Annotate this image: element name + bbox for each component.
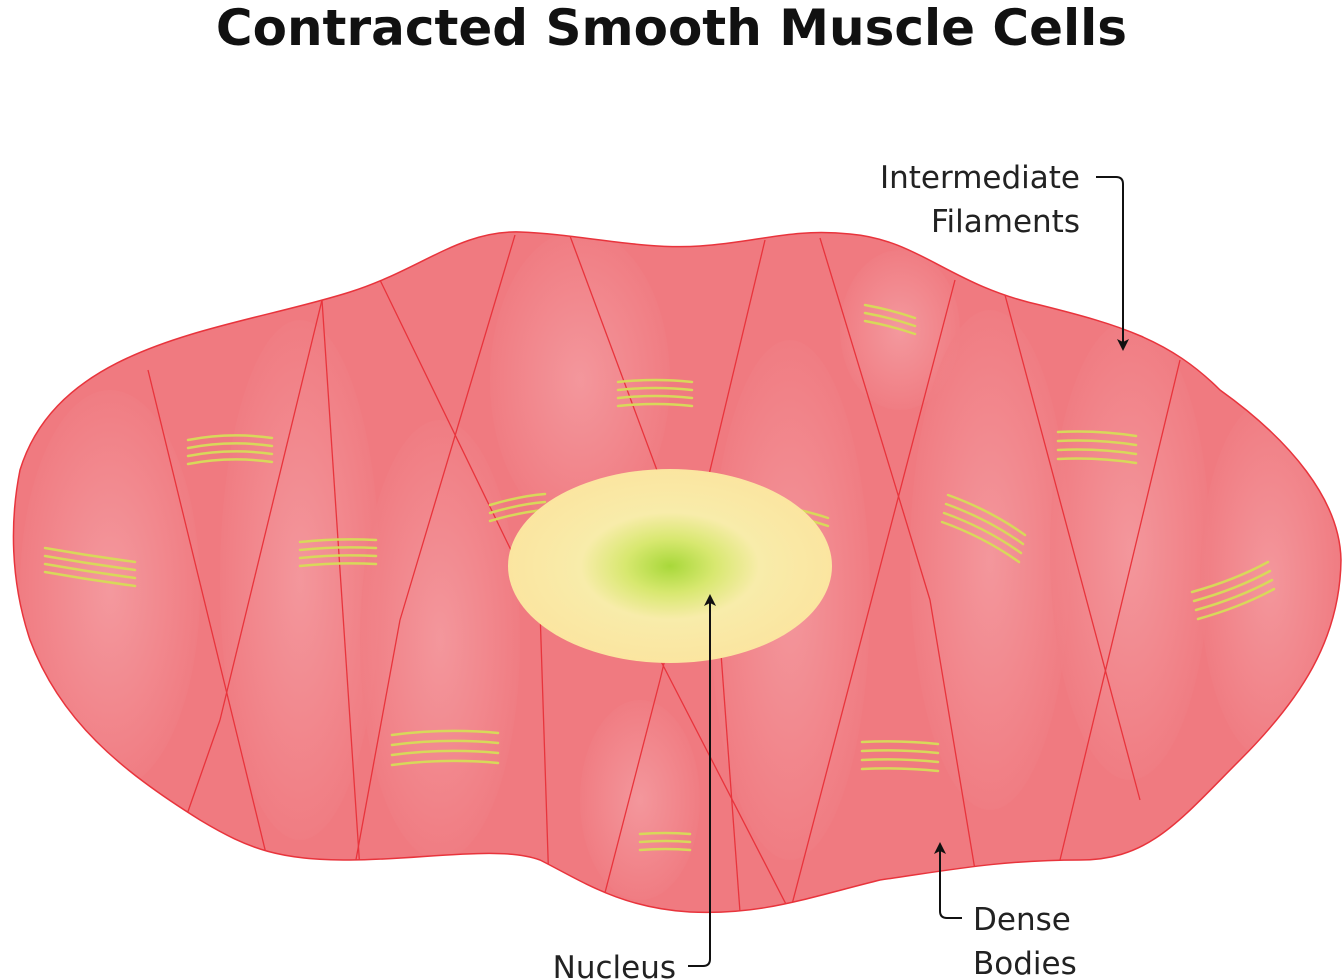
nucleus-arrow [688, 594, 716, 967]
filament-bundle [390, 729, 500, 767]
filament-bundle [43, 546, 137, 588]
filament-bundle [616, 378, 694, 408]
dense-bodies-callout: Dense Bodies [934, 842, 1077, 980]
cell-segment [360, 420, 520, 860]
dense-bodies-arrow [934, 842, 962, 919]
filament-bundle [186, 434, 274, 466]
cell-segment [1050, 320, 1210, 780]
intermediate-filaments-callout: Intermediate Filaments [880, 160, 1129, 351]
cell-segment [580, 700, 700, 900]
filament-bundle [940, 493, 1027, 564]
filament-bundle [1056, 430, 1138, 465]
label-nucleus: Nucleus [553, 950, 676, 980]
label-dense-line2: Bodies [973, 946, 1077, 980]
intermediate-filaments-arrow [1096, 176, 1129, 351]
filament-bundle [860, 740, 940, 773]
cell-segment [910, 310, 1070, 810]
filament-bundles [43, 303, 1276, 852]
diagram-title: Contracted Smooth Muscle Cells [215, 0, 1128, 57]
label-dense-line1: Dense [973, 902, 1071, 938]
cell-segment [20, 390, 200, 790]
cell-segment [490, 231, 670, 530]
filament-bundle [638, 831, 692, 852]
filament-bundle [863, 303, 917, 336]
nucleus-callout: Nucleus [553, 594, 716, 980]
label-intermediate-line1: Intermediate [880, 160, 1080, 196]
filament-bundle [1190, 560, 1276, 621]
filament-bundle [298, 538, 378, 568]
cell-outline [12, 231, 1342, 914]
cell-segment [220, 320, 380, 840]
nucleus [508, 469, 832, 663]
label-intermediate-line2: Filaments [931, 204, 1080, 240]
